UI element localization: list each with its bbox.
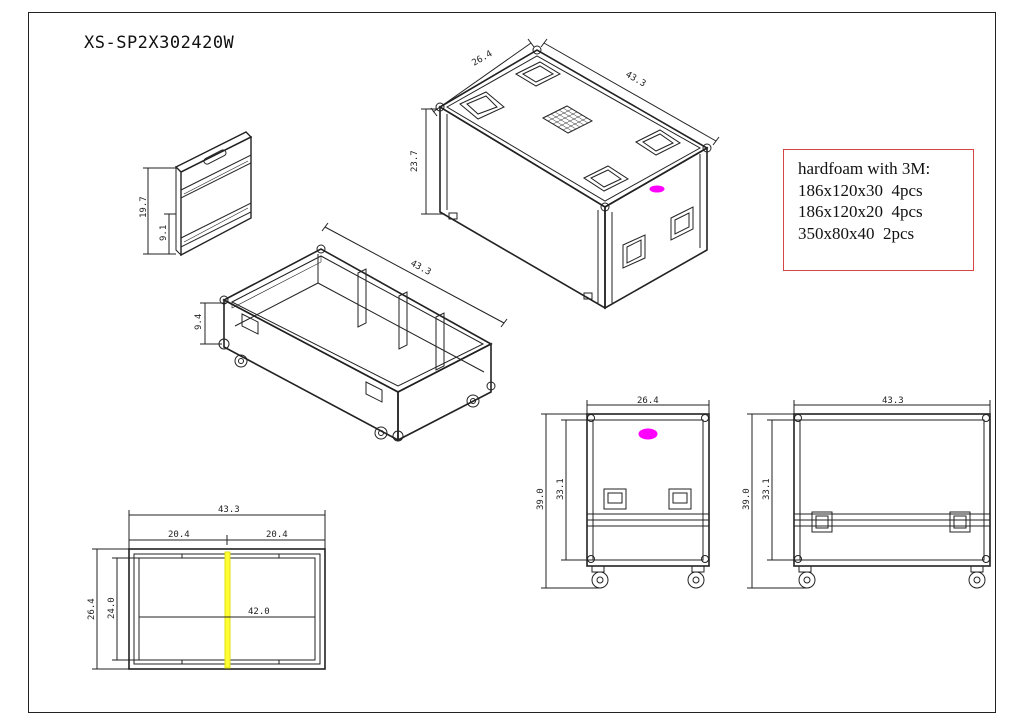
dim-side-width: 43.3: [882, 396, 904, 406]
top-plan-view: [92, 510, 326, 670]
dim-base-length: 43.3: [409, 259, 433, 278]
magenta-marker-front: [638, 428, 658, 440]
magenta-marker-lid: [649, 185, 665, 193]
note-line-3: 186x120x20 4pcs: [798, 202, 923, 221]
yellow-divider: [224, 551, 231, 669]
dim-base-height: 9.4: [194, 314, 204, 330]
dim-side-total-height: 39.0: [742, 488, 752, 510]
note-line-1: hardfoam with 3M:: [798, 159, 931, 178]
model-code: XS-SP2X302420W: [84, 33, 235, 53]
dim-front-body-height: 33.1: [556, 478, 566, 500]
dim-front-width: 26.4: [637, 396, 659, 406]
dim-top-inner-width: 24.0: [107, 597, 117, 619]
dim-side-body-height: 33.1: [762, 478, 772, 500]
side-elevation-view: [747, 400, 991, 589]
panel-isometric-view: [143, 131, 253, 257]
note-line-2: 186x120x30 4pcs: [798, 180, 923, 200]
drawing-border: [28, 12, 996, 713]
dim-lid-height: 23.7: [410, 150, 420, 172]
lid-isometric-view: [421, 38, 720, 310]
dim-lid-length: 43.3: [624, 70, 648, 90]
dim-panel-low: 9.1: [159, 225, 169, 241]
foam-note-box: hardfoam with 3M: 186x120x30 4pcs 186x12…: [783, 149, 974, 271]
dim-top-width: 26.4: [87, 598, 97, 620]
dim-lid-width: 26.4: [471, 49, 495, 69]
dim-panel-height: 19.7: [139, 196, 149, 218]
dim-front-total-height: 39.0: [536, 488, 546, 510]
note-line-4: 350x80x40 2pcs: [798, 223, 915, 243]
dim-top-total: 43.3: [218, 505, 240, 515]
front-elevation-view: [541, 400, 710, 589]
dim-top-right: 20.4: [266, 530, 288, 540]
dim-top-inner: 42.0: [248, 607, 270, 617]
dim-top-left: 20.4: [168, 530, 190, 540]
base-isometric-view: [200, 222, 508, 442]
